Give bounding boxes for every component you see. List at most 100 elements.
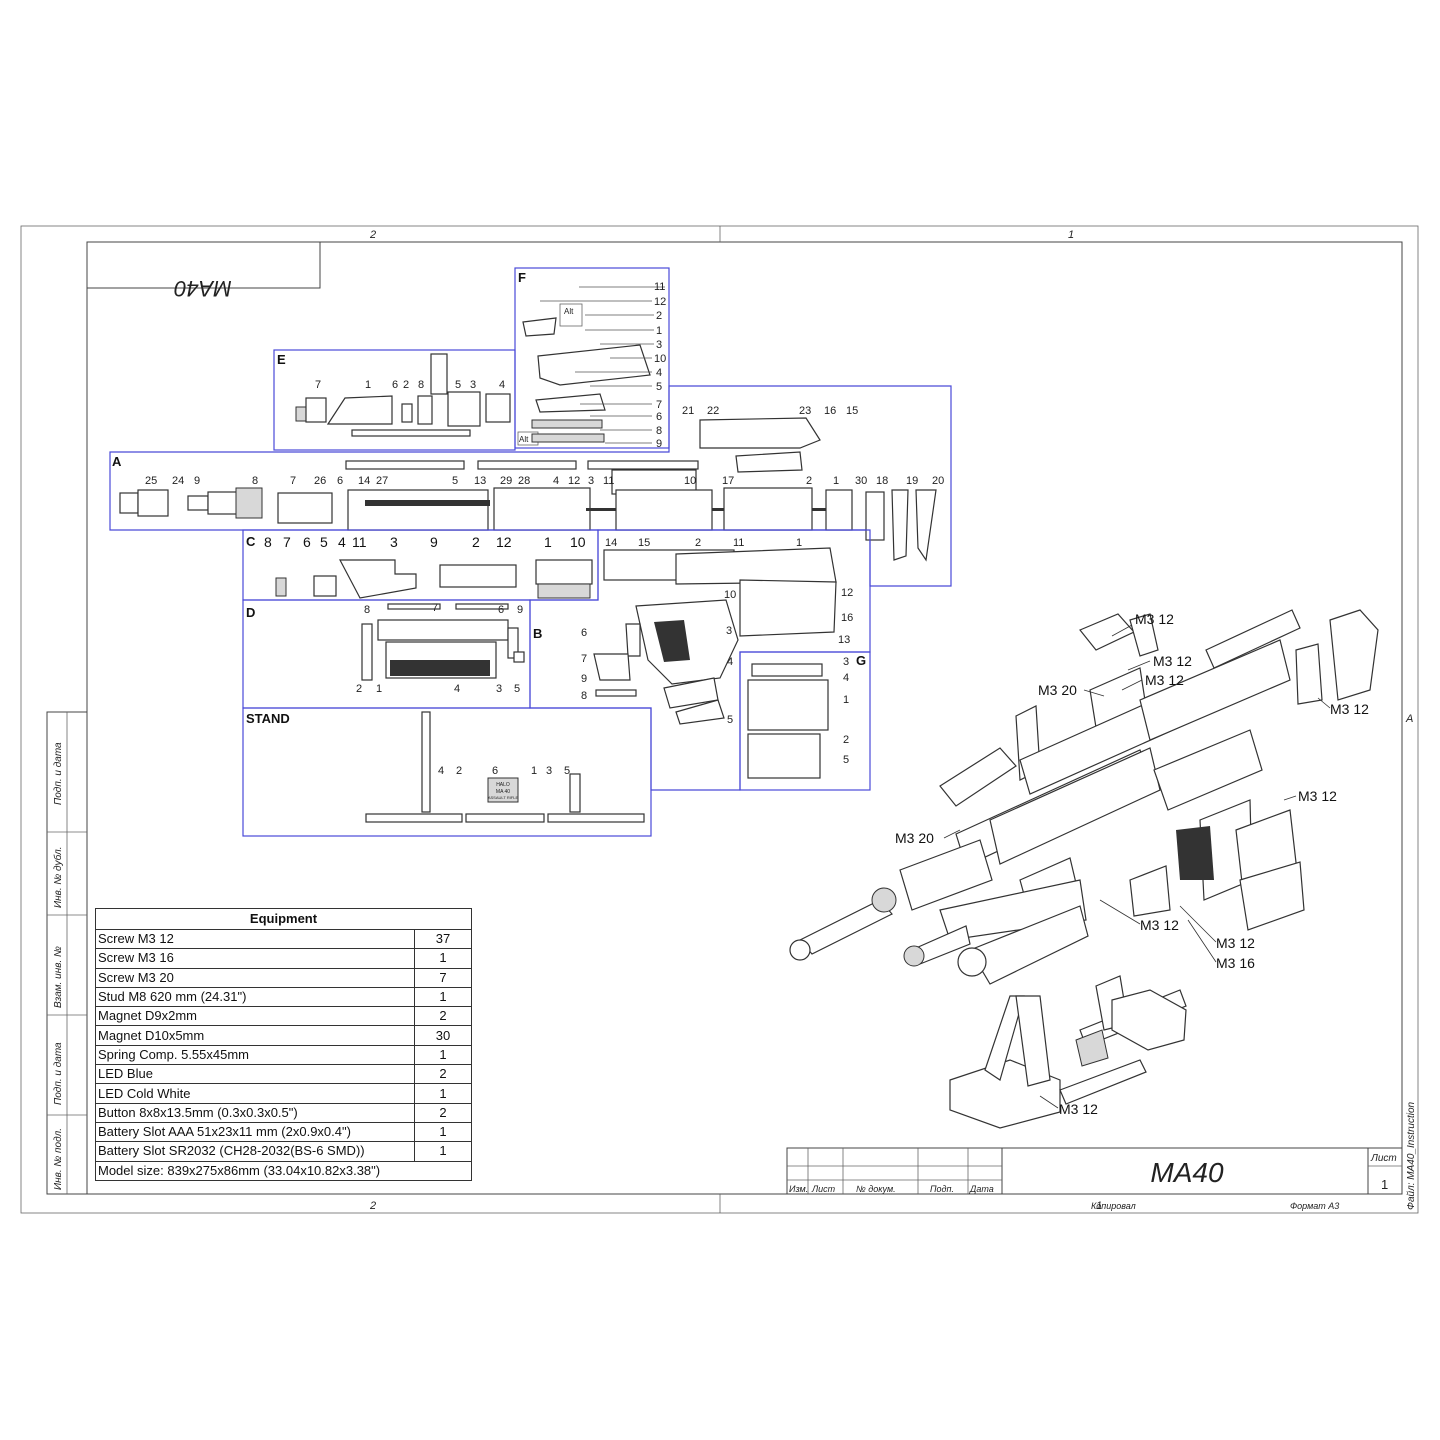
model-size-row: Model size: 839x275x86mm (33.04x10.82x3.… bbox=[95, 1160, 472, 1181]
svg-text:21: 21 bbox=[682, 405, 694, 417]
svg-text:30: 30 bbox=[855, 475, 867, 487]
svg-text:28: 28 bbox=[518, 475, 530, 487]
svg-text:3: 3 bbox=[496, 683, 502, 695]
tb-sheet-number: 1 bbox=[1381, 1177, 1388, 1192]
svg-text:3: 3 bbox=[470, 379, 476, 391]
svg-text:6: 6 bbox=[303, 534, 311, 550]
svg-text:G: G bbox=[856, 653, 866, 668]
tb-header-change: Изм. bbox=[789, 1184, 808, 1194]
svg-text:11: 11 bbox=[603, 475, 614, 487]
svg-text:12: 12 bbox=[568, 475, 580, 487]
table-row: Button 8x8x13.5mm (0.3x0.3x0.5")2 bbox=[95, 1102, 472, 1123]
svg-text:19: 19 bbox=[906, 475, 918, 487]
svg-text:2: 2 bbox=[456, 765, 462, 777]
copied-label: Копировал bbox=[1091, 1201, 1136, 1211]
tb-header-date: Дата bbox=[969, 1184, 994, 1194]
svg-text:11: 11 bbox=[654, 281, 665, 293]
svg-text:4: 4 bbox=[656, 367, 662, 379]
sheet-outer-border bbox=[20, 225, 1419, 1214]
svg-text:27: 27 bbox=[376, 475, 388, 487]
svg-text:24: 24 bbox=[172, 475, 184, 487]
svg-text:M3 12: M3 12 bbox=[1298, 788, 1337, 804]
svg-text:5: 5 bbox=[455, 379, 461, 391]
svg-text:9: 9 bbox=[656, 438, 662, 450]
svg-text:10: 10 bbox=[654, 353, 666, 365]
svg-text:8: 8 bbox=[581, 690, 587, 702]
svg-text:5: 5 bbox=[564, 765, 570, 777]
svg-text:M3 16: M3 16 bbox=[1216, 955, 1255, 971]
svg-text:23: 23 bbox=[799, 405, 811, 417]
svg-text:6: 6 bbox=[492, 765, 498, 777]
svg-text:9: 9 bbox=[194, 475, 200, 487]
svg-text:12: 12 bbox=[841, 587, 853, 599]
svg-text:1: 1 bbox=[656, 325, 662, 337]
svg-text:1: 1 bbox=[833, 475, 839, 487]
svg-text:7: 7 bbox=[581, 653, 587, 665]
stamp-sign-date-2: Подп. и дата bbox=[53, 1042, 64, 1105]
svg-text:M3 20: M3 20 bbox=[895, 830, 934, 846]
svg-text:4: 4 bbox=[553, 475, 559, 487]
svg-text:3: 3 bbox=[588, 475, 594, 487]
svg-text:M3 12: M3 12 bbox=[1330, 701, 1369, 717]
svg-text:6: 6 bbox=[337, 475, 343, 487]
svg-text:16: 16 bbox=[841, 612, 853, 624]
svg-text:7: 7 bbox=[656, 399, 662, 411]
svg-text:5: 5 bbox=[320, 534, 328, 550]
side-stamp-column: Подп. и дата Инв. № дубл. Взам. инв. № П… bbox=[46, 711, 88, 1195]
alt-label-top: Alt bbox=[564, 307, 574, 316]
svg-text:1: 1 bbox=[531, 765, 537, 777]
section-g: G 34 12 5 bbox=[739, 651, 871, 791]
mirrored-title-box bbox=[86, 241, 321, 289]
svg-text:2: 2 bbox=[656, 310, 662, 322]
svg-text:M3 12: M3 12 bbox=[1216, 935, 1255, 951]
svg-text:1: 1 bbox=[796, 537, 802, 549]
svg-text:B: B bbox=[533, 626, 542, 641]
plate-text-1: HALO bbox=[496, 782, 510, 788]
svg-text:14: 14 bbox=[358, 475, 370, 487]
equipment-title: Equipment bbox=[95, 908, 472, 930]
table-row: Battery Slot SR2032 (CH28-2032(BS-6 SMD)… bbox=[95, 1141, 472, 1162]
zone-label-bottom-left: 2 bbox=[369, 1200, 376, 1212]
zone-label-bottom-right: 1 bbox=[1096, 1200, 1102, 1212]
svg-text:10: 10 bbox=[724, 589, 736, 601]
svg-text:4: 4 bbox=[438, 765, 444, 777]
tb-header-sheet: Лист bbox=[811, 1184, 836, 1194]
svg-text:2: 2 bbox=[695, 537, 701, 549]
svg-text:8: 8 bbox=[264, 534, 272, 550]
svg-text:5: 5 bbox=[843, 754, 849, 766]
stamp-original-no: Инв. № подл. bbox=[53, 1128, 64, 1190]
svg-text:9: 9 bbox=[430, 534, 438, 550]
svg-text:11: 11 bbox=[733, 537, 744, 549]
svg-text:22: 22 bbox=[707, 405, 719, 417]
mirrored-title: MA40 bbox=[174, 276, 232, 301]
format-label: Формат А3 bbox=[1290, 1201, 1339, 1211]
svg-text:16: 16 bbox=[824, 405, 836, 417]
table-row: Battery Slot AAA 51x23x11 mm (2x0.9x0.4"… bbox=[95, 1121, 472, 1143]
title-block: Изм. Лист № докум. Подп. Дата MA40 Лист … bbox=[786, 1101, 1417, 1211]
svg-text:5: 5 bbox=[727, 714, 733, 726]
svg-text:3: 3 bbox=[390, 534, 398, 550]
svg-text:5: 5 bbox=[452, 475, 458, 487]
plate-text-3: ASSAULT RIFLE bbox=[488, 795, 519, 800]
svg-text:15: 15 bbox=[638, 537, 650, 549]
svg-text:D: D bbox=[246, 605, 255, 620]
zone-label-top-left: 2 bbox=[369, 229, 376, 241]
svg-text:12: 12 bbox=[654, 296, 666, 308]
svg-text:3: 3 bbox=[726, 625, 732, 637]
title-block-title: MA40 bbox=[1150, 1157, 1224, 1188]
screw-callouts: M3 12 M3 12 M3 20 M3 12 M3 12 M3 12 M3 2… bbox=[895, 611, 1369, 1117]
svg-text:3: 3 bbox=[656, 339, 662, 351]
svg-text:6: 6 bbox=[498, 604, 504, 616]
svg-text:4: 4 bbox=[843, 672, 849, 684]
svg-text:3: 3 bbox=[546, 765, 552, 777]
svg-text:8: 8 bbox=[364, 604, 370, 616]
svg-text:7: 7 bbox=[315, 379, 321, 391]
svg-text:4: 4 bbox=[454, 683, 460, 695]
